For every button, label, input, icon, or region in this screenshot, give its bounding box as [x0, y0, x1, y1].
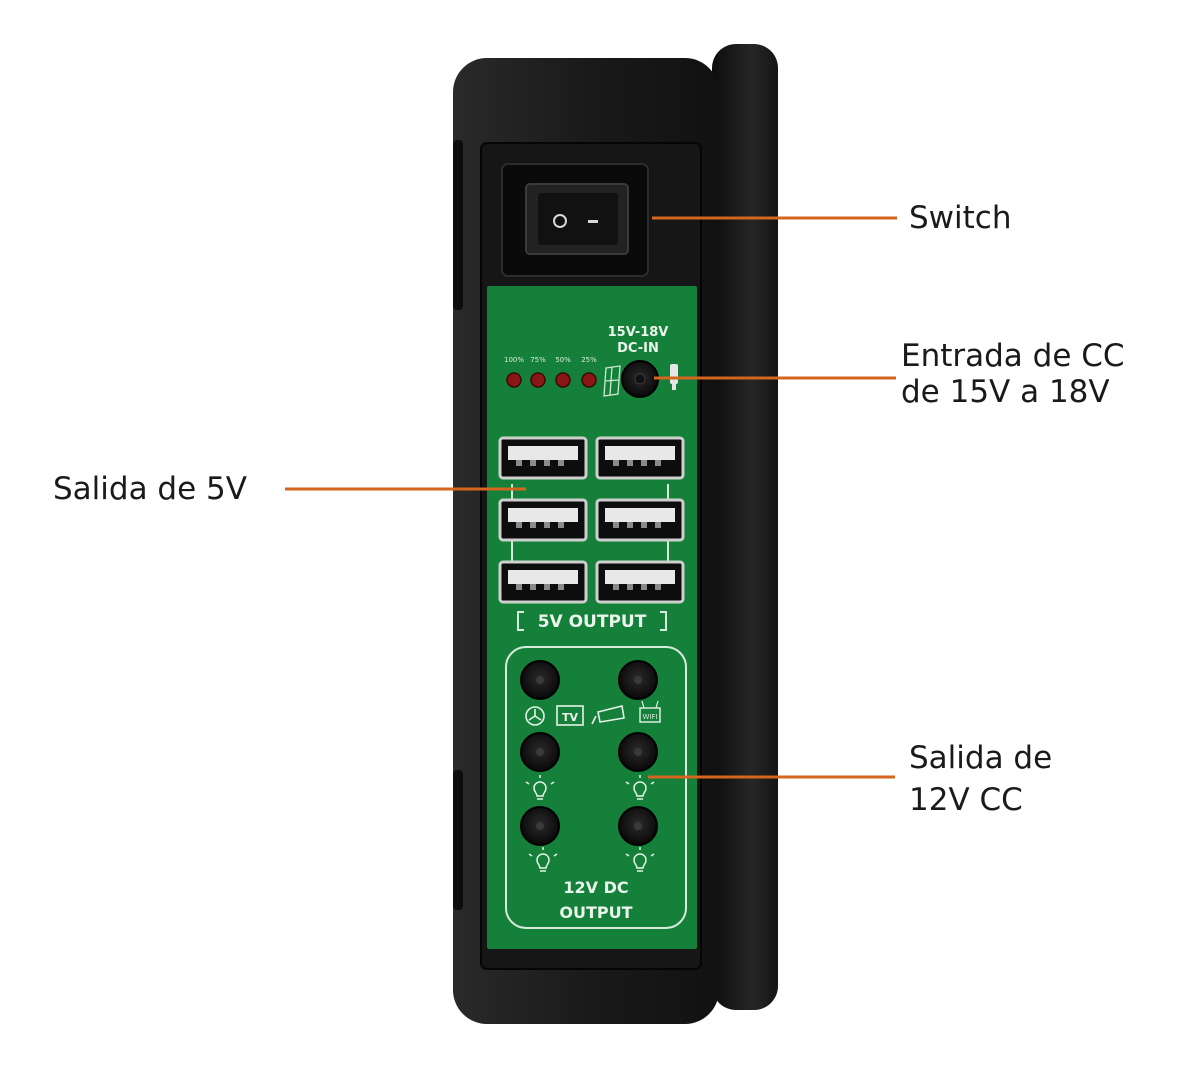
- callout-usb-output: Salida de 5V: [53, 471, 247, 507]
- dc-in-voltage-label: 15V-18V: [608, 325, 669, 340]
- dc-output-jack[interactable]: [520, 732, 560, 772]
- battery-led: [581, 372, 597, 388]
- usb-port[interactable]: [595, 498, 685, 542]
- dc-input-jack[interactable]: [621, 360, 659, 398]
- battery-level-leds: 100% 75% 50% 25%: [504, 356, 597, 388]
- dc-in-label: DC-IN: [617, 341, 659, 356]
- usb-port[interactable]: [498, 498, 588, 542]
- callout-usb-output-line-1: Salida de 5V: [53, 471, 247, 507]
- dc-output-label-line2: OUTPUT: [559, 903, 632, 922]
- battery-led: [506, 372, 522, 388]
- usb-port[interactable]: [595, 436, 685, 480]
- housing-grip-ridges: [453, 140, 463, 910]
- bulb-icon-group: [525, 775, 655, 872]
- dc-output-label-line1: 12V DC: [563, 878, 628, 897]
- usb-port[interactable]: [595, 560, 685, 604]
- solar-panel-icon: [603, 365, 621, 397]
- switch-on-symbol: [588, 220, 598, 223]
- dc-output-jack[interactable]: [520, 660, 560, 700]
- led-level-label: 100%: [504, 356, 524, 364]
- dc-output-jack[interactable]: [618, 806, 658, 846]
- light-bulb-icon: [528, 847, 558, 872]
- rocker-switch[interactable]: [501, 163, 649, 277]
- callout-dc-input: Entrada de CC de 15V a 18V: [901, 338, 1125, 410]
- dc-jack-group: [520, 660, 658, 846]
- callout-dc-input-line-2: de 15V a 18V: [901, 374, 1110, 410]
- housing-side-panel: [712, 44, 778, 1010]
- dc-output-jack[interactable]: [618, 660, 658, 700]
- light-bulb-icon: [625, 847, 655, 872]
- svg-text:WIFI: WIFI: [642, 713, 657, 721]
- usb-section-label: 5V OUTPUT: [538, 612, 647, 632]
- dc-output-section-frame: [505, 646, 687, 929]
- wifi-router-icon: WIFI: [639, 700, 661, 723]
- dc-output-jack[interactable]: [520, 806, 560, 846]
- light-bulb-icon: [525, 775, 555, 800]
- callout-dc-output-line-1: Salida de: [909, 740, 1053, 776]
- callout-switch: Switch: [909, 200, 1012, 236]
- battery-led: [530, 372, 546, 388]
- usb-label-bracket: [517, 611, 667, 631]
- callout-dc-output: Salida de 12V CC: [909, 737, 1052, 821]
- cctv-camera-icon: [591, 705, 625, 725]
- svg-text:TV: TV: [562, 711, 579, 724]
- led-level-label: 25%: [581, 356, 597, 364]
- usb-port[interactable]: [498, 560, 588, 604]
- led-level-label: 75%: [530, 356, 546, 364]
- tv-icon: TV: [556, 705, 584, 726]
- callout-dc-input-line-1: Entrada de CC: [901, 338, 1125, 374]
- led-level-label: 50%: [555, 356, 571, 364]
- usb-port[interactable]: [498, 436, 588, 480]
- callout-switch-line-1: Switch: [909, 200, 1012, 236]
- switch-off-symbol: [553, 214, 567, 228]
- dc-output-jack[interactable]: [618, 732, 658, 772]
- fan-icon: [525, 706, 545, 726]
- usb-port-group: [498, 436, 685, 604]
- light-bulb-icon: [625, 775, 655, 800]
- callout-dc-output-line-2: 12V CC: [909, 782, 1023, 818]
- battery-led: [555, 372, 571, 388]
- leader-lines: [285, 216, 897, 779]
